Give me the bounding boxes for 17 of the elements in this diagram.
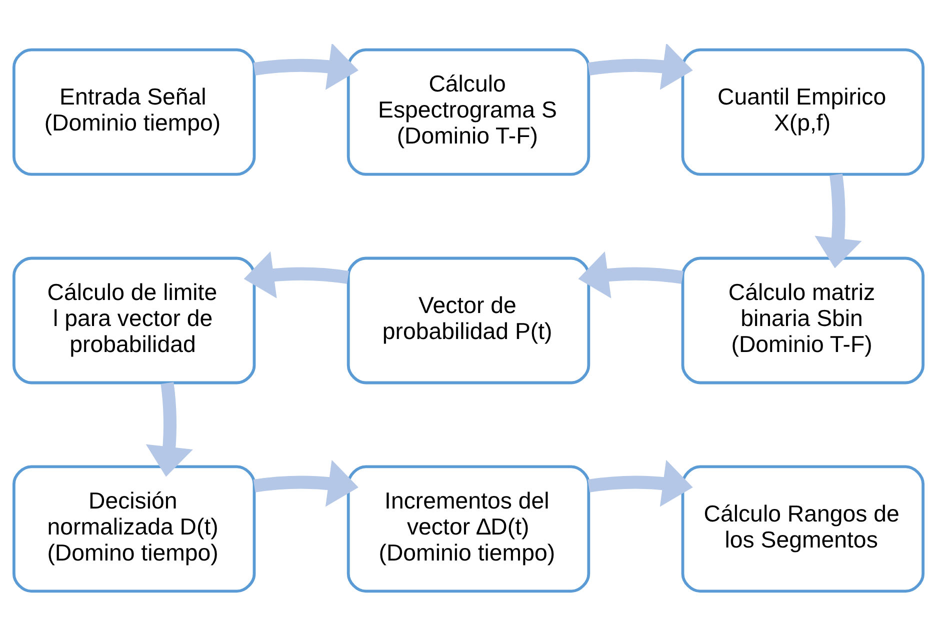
arrow bbox=[146, 382, 193, 476]
node-box: Incrementos del vector ∆D(t) (Dominio tiempo) bbox=[346, 464, 590, 592]
node-box: Cálculo de limite l para vector de probabilidad bbox=[12, 256, 256, 384]
arrow bbox=[253, 44, 358, 90]
node-box: Vector de probabilidad P(t) bbox=[346, 256, 590, 384]
arrow bbox=[244, 250, 349, 298]
node-box: Cuantil Empirico X(p,f) bbox=[681, 48, 924, 176]
node-box: Cálculo matriz binaria Sbin (Dominio T-F) bbox=[681, 256, 924, 384]
arrow bbox=[578, 250, 684, 298]
arrow bbox=[588, 459, 693, 506]
node-box: Cálculo Rangos de los Segmentos bbox=[681, 464, 924, 592]
node-box: Cálculo Espectrograma S (Dominio T-F) bbox=[346, 48, 590, 176]
arrow bbox=[588, 44, 693, 90]
arrow bbox=[814, 173, 862, 268]
node-box: Entrada Señal (Dominio tiempo) bbox=[12, 48, 256, 176]
arrow bbox=[253, 459, 358, 506]
node-box: Decisión normalizada D(t) (Domino tiempo) bbox=[12, 464, 256, 592]
